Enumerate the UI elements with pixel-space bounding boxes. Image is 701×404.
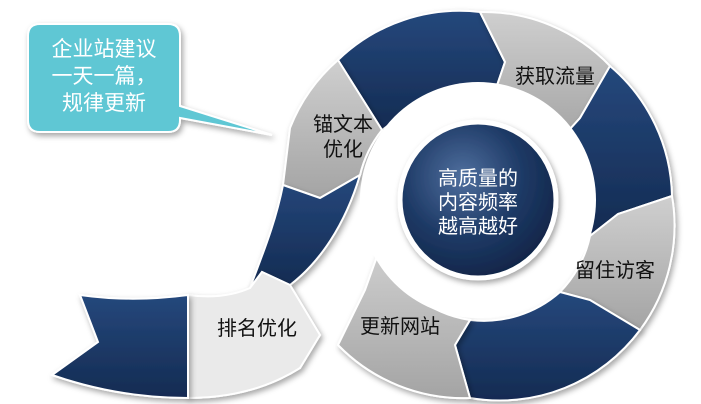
hub-text: 高质量的 内容频率 越高越好 (438, 166, 518, 238)
stage-label-update-site: 更新网站 (360, 314, 440, 338)
callout-bubble (27, 23, 273, 136)
stage-label-retain-visitors: 留住访客 (575, 258, 655, 282)
stage-label-anchor-text: 锚文本 优化 (313, 112, 373, 161)
ring-arrow-navy-bottom (453, 290, 642, 402)
tail-arrow-light-ranking (187, 270, 322, 400)
stage-label-get-traffic: 获取流量 (515, 64, 595, 88)
hub-circle (397, 119, 559, 281)
tail-arrow-navy-upper (249, 172, 362, 289)
callout-text: 企业站建议 一天一篇， 规律更新 (51, 37, 157, 115)
tail-arrow-navy-lower (49, 293, 189, 400)
stage-label-ranking: 排名优化 (217, 316, 297, 340)
